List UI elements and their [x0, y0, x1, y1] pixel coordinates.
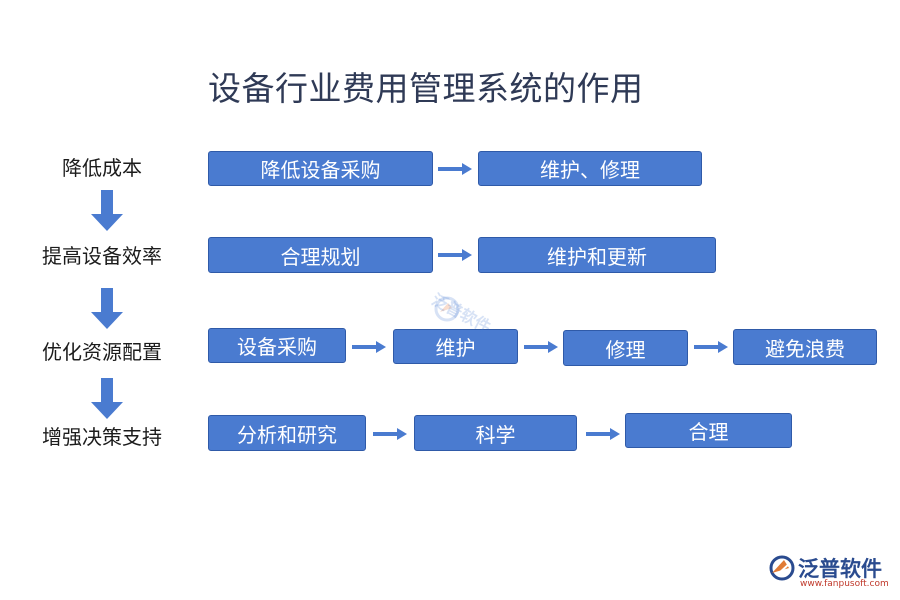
- diagram-title: 设备行业费用管理系统的作用: [208, 69, 644, 108]
- right-arrow-icon: [694, 341, 728, 353]
- step-box-avoid-waste: 避免浪费: [733, 329, 877, 365]
- step-box-rational-planning: 合理规划: [208, 237, 433, 273]
- brand-url: www.fanpusoft.com: [800, 579, 889, 589]
- right-arrow-icon: [438, 163, 472, 175]
- right-arrow-icon: [438, 249, 472, 261]
- step-box-rational: 合理: [625, 413, 792, 448]
- row-label-reduce-cost: 降低成本: [62, 156, 142, 180]
- step-box-maintain-and-update: 维护和更新: [478, 237, 716, 273]
- row-label-optimize-resources: 优化资源配置: [42, 340, 162, 364]
- brand-logo-icon: [769, 555, 795, 581]
- brand-name: 泛普软件: [798, 557, 882, 581]
- right-arrow-icon: [373, 428, 407, 440]
- step-box-maintenance: 维护: [393, 329, 518, 364]
- right-arrow-icon: [524, 341, 558, 353]
- right-arrow-icon: [586, 428, 620, 440]
- row-label-improve-efficiency: 提高设备效率: [42, 244, 162, 268]
- watermark-logo-icon: [434, 296, 460, 322]
- step-box-reduce-equipment-purchase: 降低设备采购: [208, 151, 433, 186]
- down-arrow-icon: [91, 288, 123, 329]
- down-arrow-icon: [91, 378, 123, 419]
- step-box-scientific: 科学: [414, 415, 577, 451]
- brand-logo: 泛普软件 www.fanpusoft.com: [768, 552, 890, 592]
- step-box-repair: 修理: [563, 330, 688, 366]
- step-box-equipment-purchase: 设备采购: [208, 328, 346, 363]
- step-box-maintenance-repair: 维护、修理: [478, 151, 702, 186]
- row-label-decision-support: 增强决策支持: [42, 425, 162, 449]
- down-arrow-icon: [91, 190, 123, 231]
- step-box-analysis-and-research: 分析和研究: [208, 415, 366, 451]
- right-arrow-icon: [352, 341, 386, 353]
